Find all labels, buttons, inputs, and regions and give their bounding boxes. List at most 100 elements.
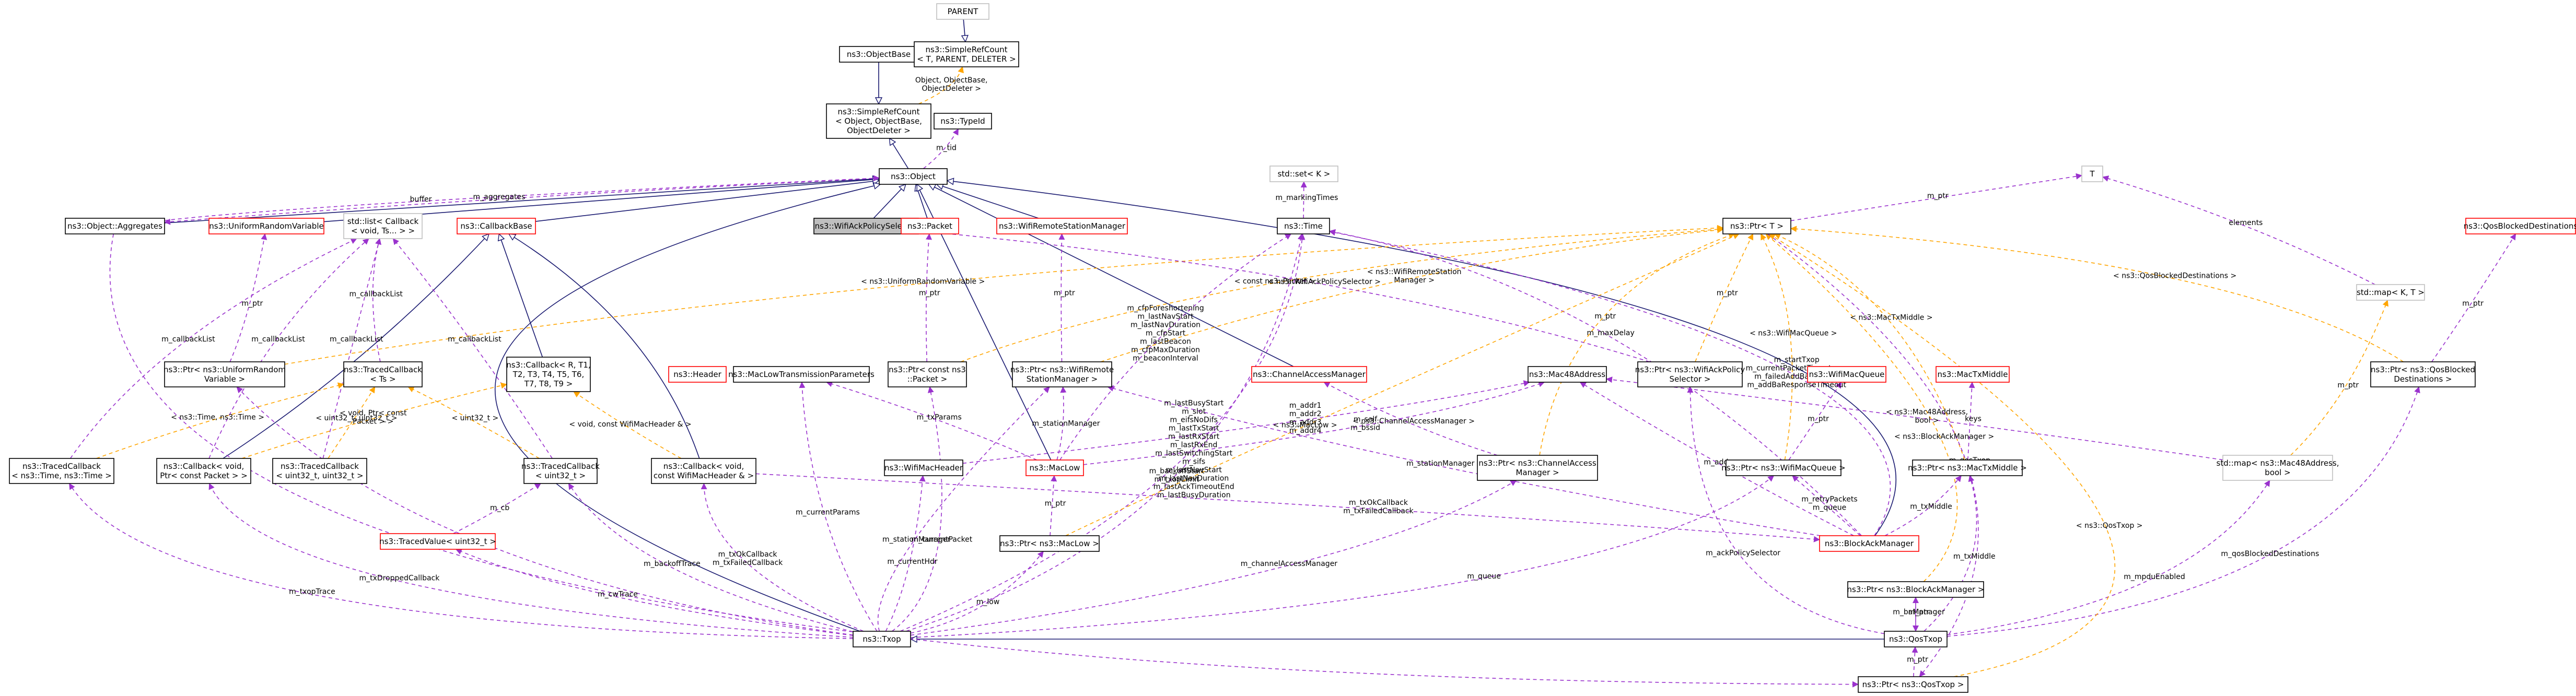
- node-T[interactable]: T: [2081, 166, 2103, 182]
- node-typeid[interactable]: ns3::TypeId: [934, 113, 992, 129]
- node-header[interactable]: ns3::Header: [668, 366, 727, 383]
- edge-object-cam: [929, 184, 1294, 367]
- node-box: [936, 3, 989, 20]
- node-tvU32[interactable]: ns3::TracedValue< uint32_t >: [379, 533, 496, 550]
- node-parent[interactable]: PARENT: [936, 3, 989, 20]
- node-label: ns3::Object: [891, 172, 936, 181]
- node-cam[interactable]: ns3::ChannelAccessManager: [1251, 366, 1367, 383]
- node-box: [651, 458, 756, 484]
- node-wifiMacHeader[interactable]: ns3::WifiMacHeader: [884, 459, 963, 476]
- node-label: ns3::ObjectBase: [847, 50, 911, 59]
- node-label: ns3::WifiMacHeader: [884, 463, 963, 473]
- edge-ptrWrsm-macLow: [1056, 386, 1067, 461]
- node-box: [523, 458, 598, 484]
- node-srcTpl[interactable]: ns3::SimpleRefCount< T, PARENT, DELETER …: [914, 41, 1019, 67]
- node-ptrMacTxMiddle[interactable]: ns3::Ptr< ns3::MacTxMiddle >: [1908, 459, 2027, 476]
- node-aggregates[interactable]: ns3::Object::Aggregates: [65, 218, 165, 234]
- node-objectbase[interactable]: ns3::ObjectBase: [839, 46, 918, 63]
- edge-ptrT-ptrMacTxMiddle: [1774, 233, 1965, 461]
- edge-label: < ns3::BlockAckManager >: [1894, 433, 1994, 441]
- edge-ptrQosTxop-ptrT: [1767, 233, 1979, 677]
- edge-mapMac48-qosTxop: [1946, 480, 2270, 635]
- node-box: [914, 41, 1019, 67]
- node-qosBlocked[interactable]: ns3::QosBlockedDestinations: [2464, 218, 2576, 234]
- node-ptrWifiMacQueue[interactable]: ns3::Ptr< ns3::WifiMacQueue >: [1721, 459, 1846, 476]
- node-object[interactable]: ns3::Object: [879, 168, 948, 185]
- edge-tcTs-tcTimeTime: [96, 382, 344, 459]
- node-box: [901, 218, 959, 234]
- node-packet[interactable]: ns3::Packet: [901, 218, 959, 234]
- node-wrsm[interactable]: ns3::WifiRemoteStationManager: [996, 218, 1128, 234]
- node-label: ns3::Callback< void,Ptr< const Packet > …: [160, 462, 248, 480]
- node-cb9[interactable]: ns3::Callback< R, T1,T2, T3, T4, T5, T6,…: [506, 357, 591, 392]
- node-box: [1807, 366, 1886, 383]
- node-wifiMacQueue[interactable]: ns3::WifiMacQueue: [1807, 366, 1886, 383]
- edge-label: m_ptr: [1045, 500, 1066, 508]
- node-box: [1477, 455, 1598, 481]
- node-box: [1847, 581, 1984, 598]
- edge-cbVoidHdr-txop: [701, 483, 864, 632]
- edge-label: < uint32_t, uint32_t >: [316, 414, 397, 422]
- node-box: [2465, 218, 2576, 234]
- node-listCb[interactable]: std::list< Callback< void, Ts... > >: [343, 213, 423, 239]
- node-qosTxop[interactable]: ns3::QosTxop: [1884, 631, 1948, 647]
- node-mac48[interactable]: ns3::Mac48Address: [1528, 366, 1607, 383]
- node-txop[interactable]: ns3::Txop: [853, 631, 911, 647]
- node-macLowTx[interactable]: ns3::MacLowTransmissionParameters: [728, 366, 875, 383]
- node-urv[interactable]: ns3::UniformRandomVariable: [208, 218, 324, 234]
- node-box: [1277, 218, 1330, 234]
- node-label: ns3::Object::Aggregates: [67, 221, 162, 231]
- edge-ptrWrsm-txop: [877, 386, 1050, 632]
- node-blockAck[interactable]: ns3::BlockAckManager: [1819, 535, 1919, 552]
- node-box: [380, 533, 496, 550]
- edge-label: < ns3::UniformRandomVariable >: [861, 277, 985, 286]
- node-mapMac48[interactable]: std::map< ns3::Mac48Address,bool >: [2217, 455, 2339, 481]
- edge-object-wifiAck: [873, 184, 906, 219]
- node-label: ns3::WifiRemoteStationManager: [999, 221, 1126, 231]
- node-tcUint32[interactable]: ns3::TracedCallback< uint32_t, uint32_t …: [272, 458, 367, 484]
- edge-time-blockAck: [1329, 229, 1891, 536]
- edge-object-aggregates: [164, 175, 880, 221]
- node-label: ns3::MacTxMiddle: [1938, 370, 2008, 379]
- node-label: ns3::Ptr< ns3::WifiMacQueue >: [1721, 463, 1846, 473]
- node-tcTs[interactable]: ns3::TracedCallback< Ts >: [343, 361, 423, 387]
- node-box: [1025, 459, 1084, 476]
- node-macTxMiddle[interactable]: ns3::MacTxMiddle: [1936, 366, 2010, 383]
- edge-ptrT-ptrBlockAck: [1765, 233, 1958, 582]
- edge-label: m_txDroppedCallback: [359, 574, 440, 583]
- node-label: ns3::UniformRandomVariable: [209, 221, 323, 231]
- node-srcObj[interactable]: ns3::SimpleRefCount< Object, ObjectBase,…: [826, 103, 931, 139]
- node-ptrT[interactable]: ns3::Ptr< T >: [1722, 218, 1791, 234]
- edge-label: m_txopTrace: [289, 587, 335, 596]
- edge-label: < ns3::Time, ns3::Time >: [171, 413, 264, 421]
- node-tcU1[interactable]: ns3::TracedCallback< uint32_t >: [521, 458, 600, 484]
- edge-qosTxop-ptrQosTxop: [1911, 646, 1918, 677]
- edge-ptrMacTxMiddle-blockAck: [1884, 475, 1962, 536]
- node-setK[interactable]: std::set< K >: [1269, 166, 1338, 182]
- node-label: ns3::TypeId: [940, 116, 985, 126]
- node-ptrQosTxop[interactable]: ns3::Ptr< ns3::QosTxop >: [1858, 676, 1968, 693]
- node-label: ns3::Ptr< const ns3::Packet >: [889, 365, 966, 384]
- node-cbBase[interactable]: ns3::CallbackBase: [457, 218, 536, 234]
- edge-label: m_maxDelay: [1587, 329, 1634, 337]
- node-macLow[interactable]: ns3::MacLow: [1025, 459, 1084, 476]
- node-time[interactable]: ns3::Time: [1277, 218, 1330, 234]
- node-ptrPacket[interactable]: ns3::Ptr< const ns3::Packet >: [888, 361, 967, 387]
- node-cbVoidPtr[interactable]: ns3::Callback< void,Ptr< const Packet > …: [156, 458, 251, 484]
- node-ptrBlockAck[interactable]: ns3::Ptr< ns3::BlockAckManager >: [1847, 581, 1985, 598]
- node-ptrMacLow[interactable]: ns3::Ptr< ns3::MacLow >: [999, 535, 1100, 552]
- node-cbVoidHdr[interactable]: ns3::Callback< void,const WifiMacHeader …: [651, 458, 756, 484]
- node-label: std::list< Callback< void, Ts... > >: [347, 217, 419, 235]
- edge-label: buffer: [410, 195, 432, 204]
- node-mapKT[interactable]: std::map< K, T >: [2356, 284, 2425, 301]
- node-tcTimeTime[interactable]: ns3::TracedCallback< ns3::Time, ns3::Tim…: [9, 458, 114, 484]
